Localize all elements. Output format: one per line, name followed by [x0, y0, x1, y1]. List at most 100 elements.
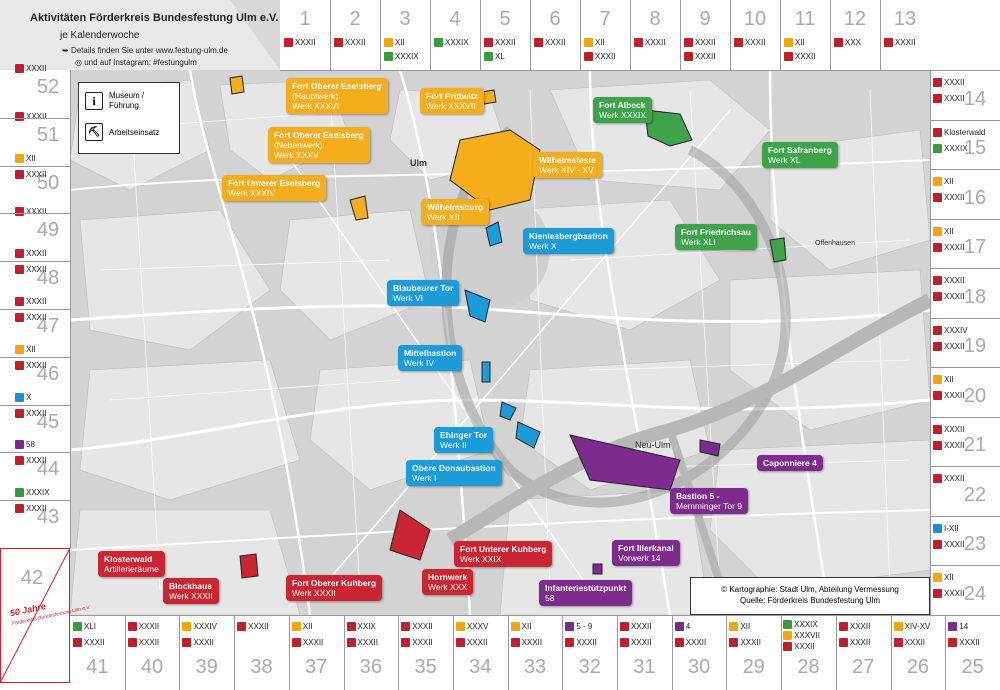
week-entry[interactable]: XXXII [933, 589, 964, 598]
week-entry[interactable]: XII [584, 38, 605, 47]
week-entry[interactable]: XXXIX [783, 620, 818, 629]
week-entry[interactable]: XXXII [933, 193, 964, 202]
week-entry[interactable]: XXXIX [15, 488, 50, 498]
week-entry[interactable]: XXXII [620, 638, 652, 647]
week-entry[interactable]: XXXII [182, 638, 214, 647]
week-entry[interactable]: XXXII [15, 249, 46, 259]
week-entry[interactable]: XXXIX [434, 38, 469, 47]
week-entry[interactable]: XL [484, 52, 505, 61]
week-entry[interactable]: XXXII [401, 622, 433, 631]
week-entry[interactable]: XXXII [684, 38, 715, 47]
week-entry[interactable]: XXXII [15, 504, 46, 514]
week-entry[interactable]: 14 [948, 622, 968, 631]
week-entry[interactable]: XXXII [15, 313, 46, 322]
week-entry[interactable]: XXXII [346, 638, 378, 647]
week-entry[interactable]: XXXII [334, 38, 365, 47]
map-label-caponniere-4[interactable]: Caponniere 4 [757, 455, 823, 471]
week-entry[interactable]: XXXII [783, 642, 815, 651]
week-entry[interactable]: XXXII [838, 638, 870, 647]
week-entry[interactable]: XII [933, 375, 954, 384]
week-entry[interactable]: XII [15, 344, 36, 354]
week-entry[interactable]: XXXII [933, 94, 964, 103]
week-entry[interactable]: XII [15, 153, 36, 163]
week-entry[interactable]: XXXII [15, 265, 46, 275]
week-entry[interactable]: XXXII [534, 38, 565, 47]
week-entry[interactable]: XXX [834, 38, 861, 47]
week-entry[interactable]: XXXIV [182, 622, 217, 631]
week-entry[interactable]: XXXII [933, 539, 964, 549]
week-entry[interactable]: Klosterwald [933, 127, 985, 137]
week-entry[interactable]: XXXII [893, 638, 925, 647]
week-entry[interactable]: 5 - 9 [565, 622, 592, 631]
week-entry[interactable]: XXXII [484, 38, 515, 47]
week-entry[interactable]: XXXII [15, 207, 46, 217]
week-entry[interactable]: XXXII [933, 440, 964, 450]
week-entry[interactable]: XXXII [15, 64, 46, 73]
week-entry[interactable]: I-XII [933, 523, 959, 533]
week-entry[interactable]: X [15, 392, 31, 402]
map-label-fort-oberer-eselsberg-nebenwerk[interactable]: Fort Oberer Eselsberg(Nebenwerk)Werk XXX… [268, 127, 370, 163]
week-entry[interactable]: XXXII [620, 622, 652, 631]
week-entry[interactable]: XXXII [15, 111, 46, 121]
week-entry[interactable]: XLI [73, 622, 96, 631]
week-entry[interactable]: XXXII [15, 297, 46, 306]
week-entry[interactable]: XII [291, 622, 313, 631]
week-entry[interactable]: XXXII [933, 391, 964, 400]
week-entry[interactable]: XXXII [127, 622, 159, 631]
week-entry[interactable]: XXXII [15, 360, 46, 370]
week-entry[interactable]: 58 [15, 440, 35, 450]
week-entry[interactable]: XXXII [634, 38, 665, 47]
week-entry[interactable]: XII [729, 622, 750, 631]
map-label-bastion-5[interactable]: Bastion 5 -Memminger Tor 9 [670, 488, 748, 514]
week-entry[interactable]: XXXII [729, 638, 761, 647]
week-entry[interactable]: XXXII [933, 341, 964, 351]
week-entry[interactable]: XIV-XV [893, 622, 930, 631]
week-entry[interactable]: XXXII [948, 638, 980, 647]
week-entry[interactable]: XXXII [674, 638, 706, 647]
week-entry[interactable]: XXXII [15, 456, 46, 466]
week-entry[interactable]: XXXII [933, 242, 964, 252]
week-entry[interactable]: XXXII [565, 638, 597, 647]
week-entry[interactable]: XXXII [284, 38, 315, 47]
week-entry[interactable]: XXXII [933, 424, 964, 434]
week-entry[interactable]: XII [510, 622, 531, 631]
week-entry[interactable]: XXXII [291, 638, 323, 647]
week-entry[interactable]: XXXII [510, 638, 542, 647]
week-entry[interactable]: 4 [674, 622, 690, 631]
week-entry[interactable]: XXXIV [933, 325, 968, 335]
week-entry[interactable]: XXXII [784, 52, 815, 61]
week-entry[interactable]: XII [784, 38, 805, 47]
week-entry[interactable]: XXXII [933, 292, 964, 301]
week-entry[interactable]: XXXII [884, 38, 915, 47]
week-entry[interactable]: XXXII [734, 38, 765, 47]
week-entry[interactable]: XII [384, 38, 405, 47]
map-label-fort-oberer-eselsberg-hauptwerk[interactable]: Fort Oberer Eselsberg(Hauptwerk)Werk XXX… [286, 78, 388, 114]
week-entry[interactable]: XXXII [15, 169, 46, 179]
week-entry[interactable]: XXXII [933, 474, 964, 483]
week-entry[interactable]: XXXVII [783, 631, 820, 640]
week-entry[interactable]: XXXII [684, 52, 715, 61]
week-entry[interactable]: XXXII [401, 638, 433, 647]
week-entry[interactable]: XXIX [346, 622, 376, 631]
week-entry[interactable]: XXXII [933, 78, 964, 87]
week-entry[interactable]: XXXII [933, 276, 964, 285]
